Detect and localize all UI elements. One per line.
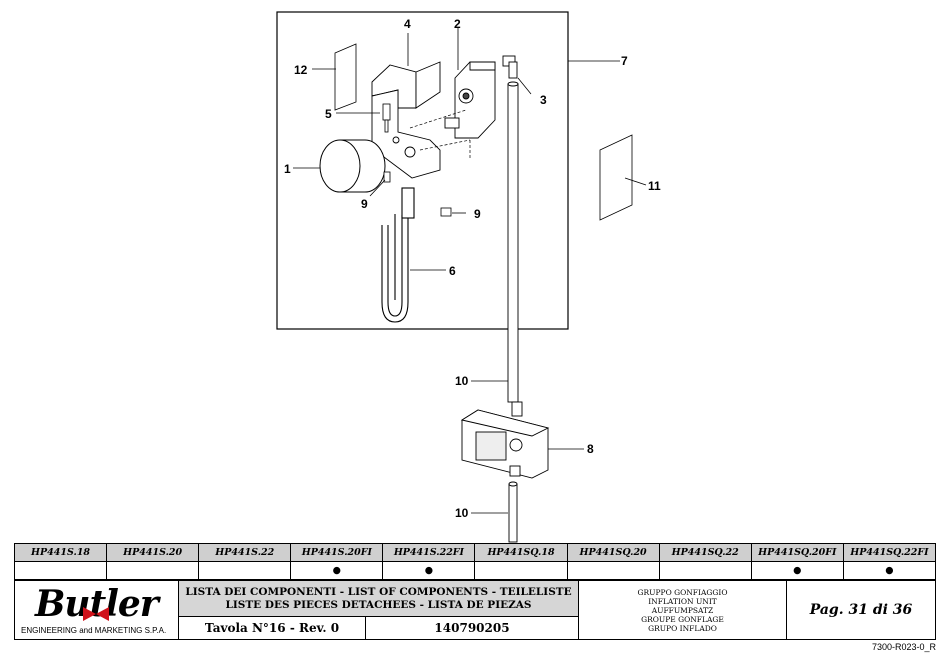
model-mark: ●	[290, 561, 384, 580]
model-header: HP441SQ.22FI	[842, 543, 937, 562]
callout-7: 7	[621, 54, 628, 68]
part-5-valve	[382, 103, 391, 133]
title-block: Butler ENGINEERING and MARKETING S.P.A. …	[14, 580, 936, 640]
part-11-label	[599, 134, 633, 221]
part-1-gauge	[319, 139, 386, 193]
part-12-label	[334, 43, 357, 111]
callout-10b: 10	[455, 506, 469, 520]
callout-1: 1	[284, 162, 291, 176]
part-2-body	[444, 61, 496, 139]
list-title-line1: LISTA DEI COMPONENTI - LIST OF COMPONENT…	[185, 585, 572, 598]
model-mark	[198, 561, 292, 580]
part-6-hose	[381, 187, 415, 323]
part-9-screws	[383, 171, 452, 217]
callout-3: 3	[540, 93, 547, 107]
model-header: HP441SQ.18	[474, 543, 568, 562]
document-reference: 7300-R023-0_R	[871, 642, 936, 652]
list-title: LISTA DEI COMPONENTI - LIST OF COMPONENT…	[179, 581, 579, 617]
table-number: Tavola N°16 - Rev. 0	[179, 617, 366, 639]
part-7-tube	[507, 81, 519, 403]
model-applicability-table: HP441S.18 HP441S.20 HP441S.22 HP441S.20F…	[13, 543, 937, 580]
part-3-elbow	[502, 55, 518, 79]
model-header: HP441S.20FI	[290, 543, 384, 562]
callout-5: 5	[325, 107, 332, 121]
model-header: HP441S.20	[106, 543, 200, 562]
model-mark	[566, 561, 660, 580]
group-line: AUFFUMPSATZ	[651, 605, 714, 615]
model-mark	[474, 561, 568, 580]
bowtie-icon	[83, 607, 109, 621]
assembly-frame	[276, 11, 569, 330]
model-mark	[106, 561, 200, 580]
part-code: 140790205	[366, 617, 579, 639]
callout-4: 4	[404, 17, 411, 31]
callout-8: 8	[587, 442, 594, 456]
callout-9a: 9	[361, 197, 368, 211]
model-header: HP441SQ.20	[566, 543, 660, 562]
leader-lines	[293, 28, 647, 514]
group-line: GRUPPO GONFIAGGIO	[637, 587, 728, 597]
group-line: GRUPO INFLADO	[648, 623, 717, 633]
model-header: HP441SQ.20FI	[750, 543, 844, 562]
callout-11: 11	[648, 179, 661, 193]
model-mark: ●	[382, 561, 476, 580]
model-header: HP441S.18	[13, 543, 108, 562]
callout-6: 6	[449, 264, 456, 278]
callout-10a: 10	[455, 374, 469, 388]
part-8-valve-block	[460, 401, 550, 479]
logo-wordmark: Butler	[35, 583, 159, 625]
model-header: HP441S.22	[198, 543, 292, 562]
logo-tagline: ENGINEERING and MARKETING S.P.A.	[21, 626, 167, 635]
callout-9b: 9	[474, 207, 481, 221]
group-line: INFLATION UNIT	[648, 596, 717, 606]
group-description: GRUPPO GONFIAGGIO INFLATION UNIT AUFFUMP…	[579, 581, 787, 639]
model-mark: ●	[750, 561, 844, 580]
page-number: Pag. 31 di 36	[809, 602, 913, 618]
group-line: GROUPE GONFLAGE	[641, 614, 724, 624]
butler-logo: Butler ENGINEERING and MARKETING S.P.A.	[15, 581, 179, 639]
part-10-tube-lower	[508, 481, 518, 543]
model-mark	[658, 561, 752, 580]
assembly-lines	[409, 109, 471, 160]
callout-2: 2	[454, 17, 461, 31]
list-title-line2: LISTE DES PIECES DETACHEES - LISTA DE PI…	[225, 598, 532, 611]
model-header: HP441S.22FI	[382, 543, 476, 562]
model-header: HP441SQ.22	[658, 543, 752, 562]
model-mark: ●	[842, 561, 937, 580]
model-mark	[13, 561, 108, 580]
callout-12: 12	[294, 63, 308, 77]
exploded-view-drawing: 12 4 2 3 7 5 1 11 9 9 6 10 8 10	[276, 11, 661, 543]
